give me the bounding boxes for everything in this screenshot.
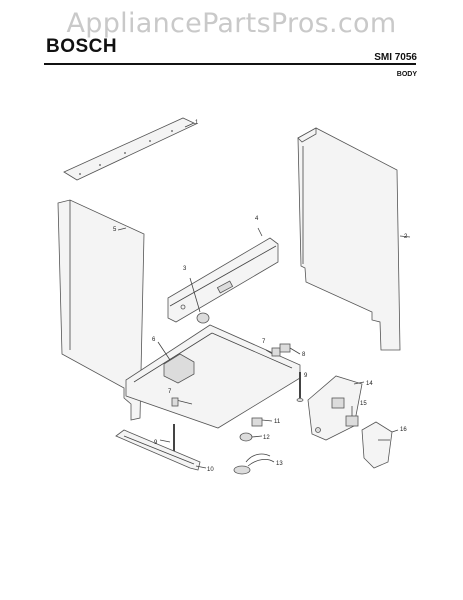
model-number: SMI 7056 <box>374 52 417 63</box>
part-left-side-panel <box>57 199 145 421</box>
callout-9-right: 9 <box>304 373 308 379</box>
part-kick-rail <box>115 429 207 471</box>
callout-8: 8 <box>302 352 306 358</box>
section-title: BODY <box>396 71 417 78</box>
part-housing <box>361 421 399 469</box>
callout-6: 6 <box>152 337 156 343</box>
callout-15: 15 <box>360 401 367 407</box>
brand-logo: BOSCH <box>46 36 118 57</box>
header-rule <box>44 63 416 65</box>
part-grommet <box>189 277 210 324</box>
part-connector-block <box>345 406 359 427</box>
callout-14: 14 <box>366 381 373 387</box>
callout-7: 7 <box>262 339 266 345</box>
watermark: AppliancePartsPros.com <box>66 8 397 39</box>
callout-10: 10 <box>207 467 214 473</box>
part-bracket <box>157 341 195 384</box>
callout-3: 3 <box>183 266 187 272</box>
part-right-side-panel <box>297 127 411 351</box>
part-clip <box>279 343 301 355</box>
callout-2: 2 <box>404 234 408 240</box>
callout-7-left: 7 <box>168 389 172 395</box>
callout-4: 4 <box>255 216 259 222</box>
callout-11: 11 <box>274 419 281 425</box>
callout-16: 16 <box>400 427 407 433</box>
part-mounting-plate <box>307 375 365 441</box>
part-top-strip <box>63 117 197 181</box>
part-hose <box>233 453 275 475</box>
part-fitting <box>251 417 273 427</box>
part-back-panel <box>167 227 279 323</box>
callout-1: 1 <box>195 120 199 126</box>
callout-13: 13 <box>276 461 283 467</box>
callout-5: 5 <box>113 227 117 233</box>
part-valve <box>239 432 263 442</box>
callout-12: 12 <box>263 435 270 441</box>
part-screws <box>171 347 281 407</box>
callout-9: 9 <box>154 440 158 446</box>
